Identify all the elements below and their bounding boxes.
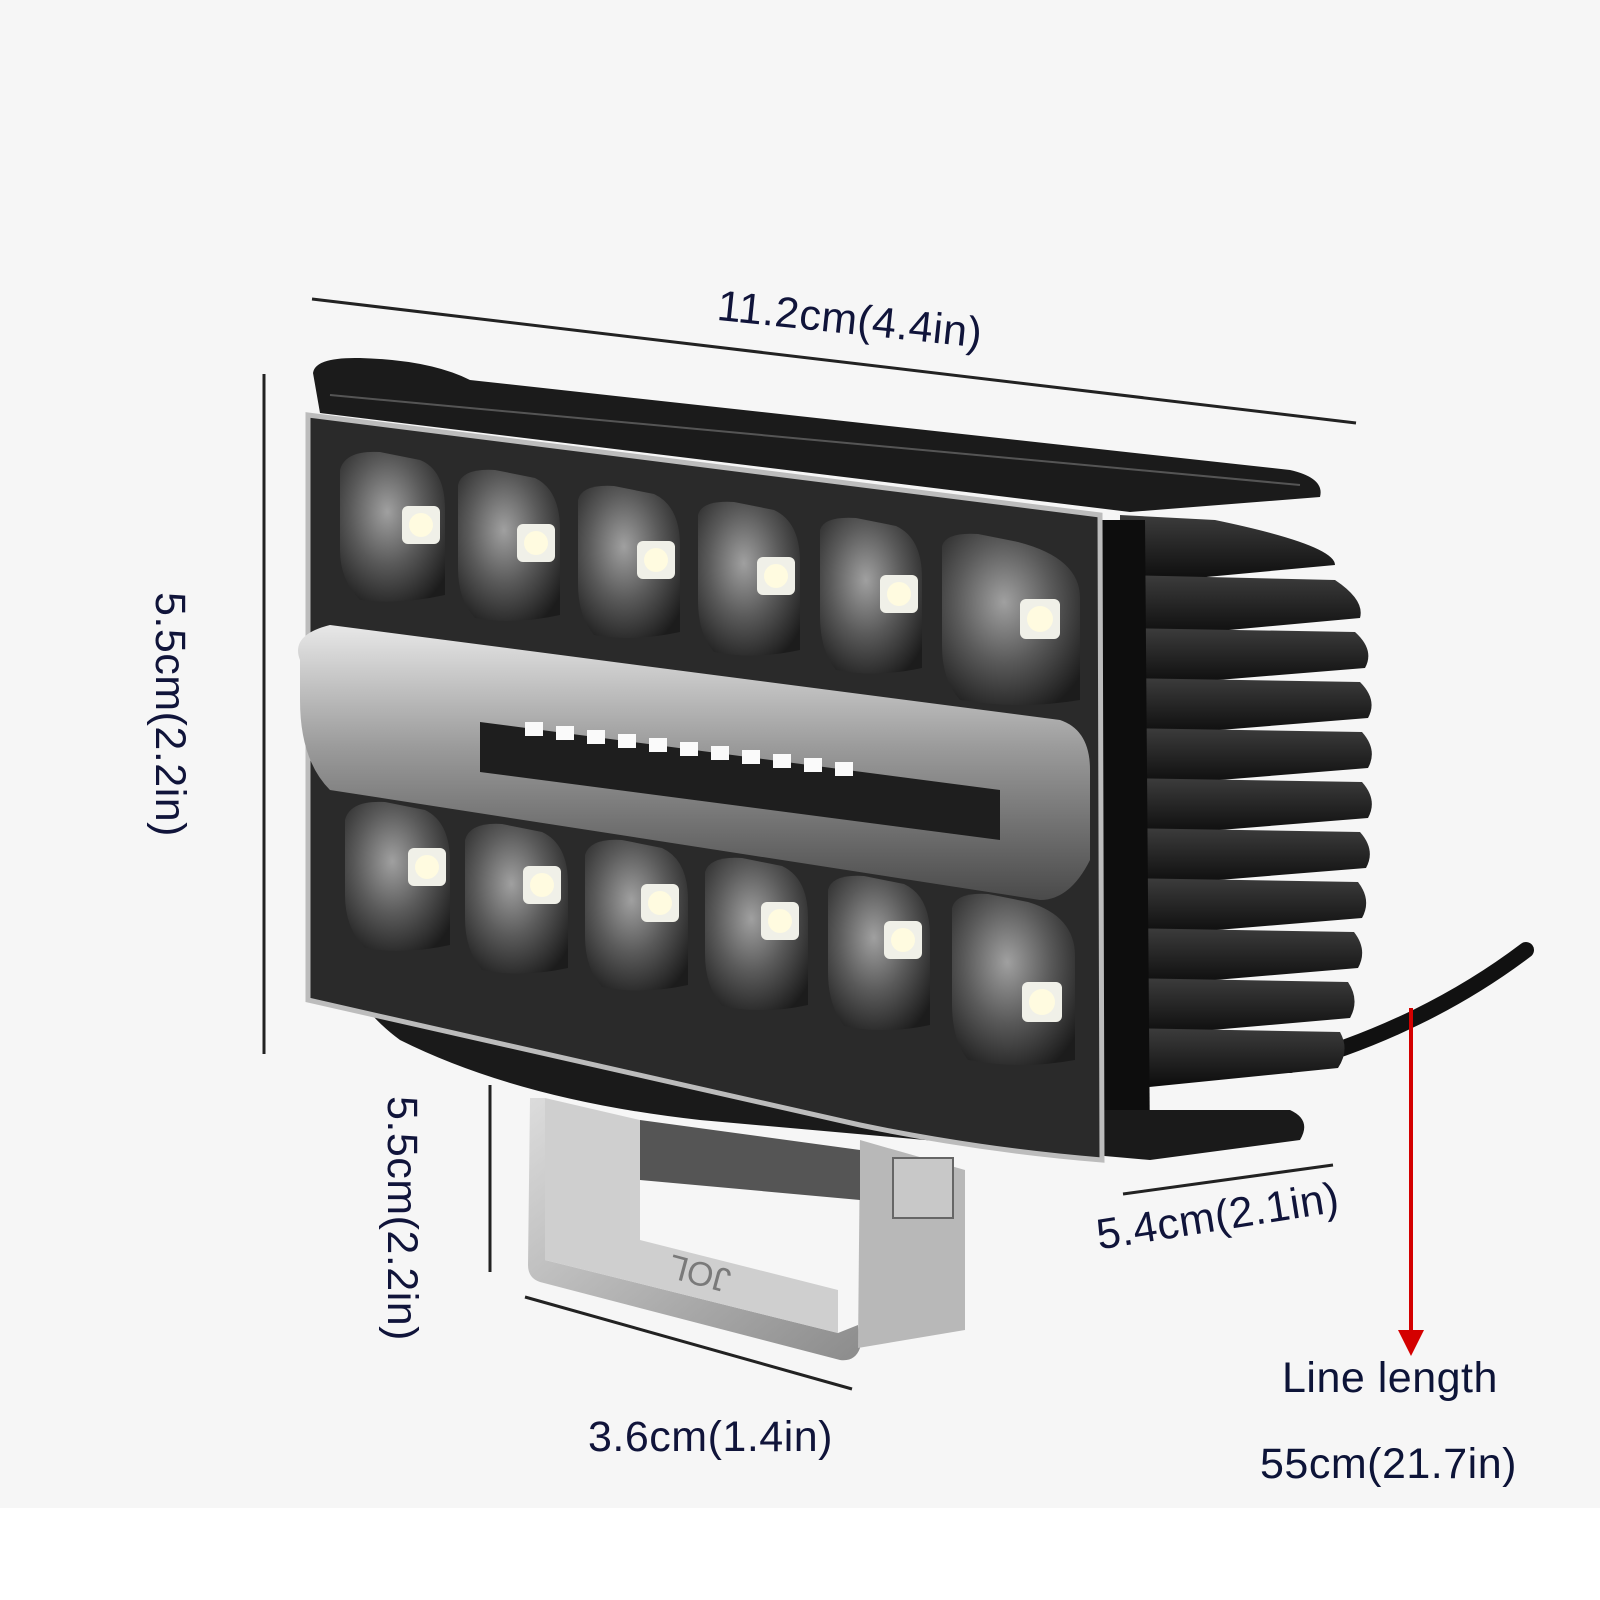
bracket-width-label: 3.6cm(1.4in) <box>588 1413 833 1461</box>
line-length-value: 55cm(21.7in) <box>1260 1440 1517 1488</box>
depth-dimension-line <box>1122 1163 1334 1196</box>
lower-led-chips <box>408 848 1062 1022</box>
cable-arrow-head <box>1398 1330 1424 1356</box>
length-dimension-line <box>311 297 1357 425</box>
line-length-title: Line length <box>1282 1354 1498 1402</box>
top-hood <box>313 357 1321 512</box>
bracket-height-label: 5.5cm(2.2in) <box>378 1096 426 1341</box>
drl-led-chips <box>525 722 853 776</box>
upper-led-chips <box>402 506 1060 639</box>
bracket-width-dimension-line <box>524 1295 853 1391</box>
bottom-base <box>330 900 1305 1160</box>
upper-led-row <box>340 451 1080 705</box>
mounting-bracket: JOL <box>528 1098 965 1361</box>
bottom-band <box>0 1508 1600 1600</box>
lower-led-row <box>345 801 1075 1065</box>
height-label: 5.5cm(2.2in) <box>146 592 194 837</box>
heat-sink <box>1095 515 1372 1150</box>
